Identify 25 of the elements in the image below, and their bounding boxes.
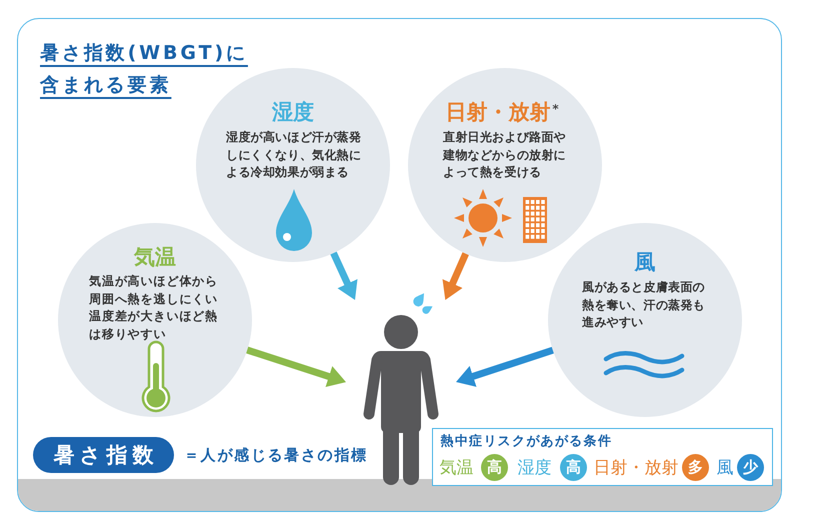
level-badge: 高 [560,454,587,481]
factor-description: 風があると皮膚表面の熱を奪い、汗の蒸発も進みやすい [582,279,706,331]
factor-label: 風 [716,458,734,478]
definition-text: ＝人が感じる暑さの指標 [184,445,368,465]
panel-heading: 熱中症リスクがあがる条件 [440,432,612,450]
arrow [442,252,469,302]
factor-heading: 湿度 [272,100,314,124]
factor-description: 気温が高いほど体から周囲へ熱を逃しにくい温度差が大きいほど熱は移りやすい [89,273,219,342]
diagram-title: 暑さ指数(WBGT)に含まれる要素 [40,41,249,98]
factor-description: 直射日光および路面や建物などからの放射によって熱を受ける [443,129,567,181]
level-badge: 少 [737,454,764,481]
conditions-panel [432,428,773,486]
factor-heading: 気温 [134,245,176,269]
arrow [330,252,358,302]
factor-description: 湿度が高いほど汗が蒸発しにくくなり、気化熱による冷却効果が弱まる [226,129,362,181]
factor-label: 日射・放射 [594,458,678,478]
factor-heading: 日射・放射$^{*}$ [445,100,559,124]
arrow [454,346,554,387]
term-pill: 暑さ指数 [33,437,174,473]
factor-heading: 風 [634,250,656,274]
factor-label: 湿度 [518,458,552,478]
factor-label: 気温 [440,458,474,478]
level-badge: 多 [682,454,709,481]
arrow [246,346,348,387]
level-badge: 高 [481,454,508,481]
